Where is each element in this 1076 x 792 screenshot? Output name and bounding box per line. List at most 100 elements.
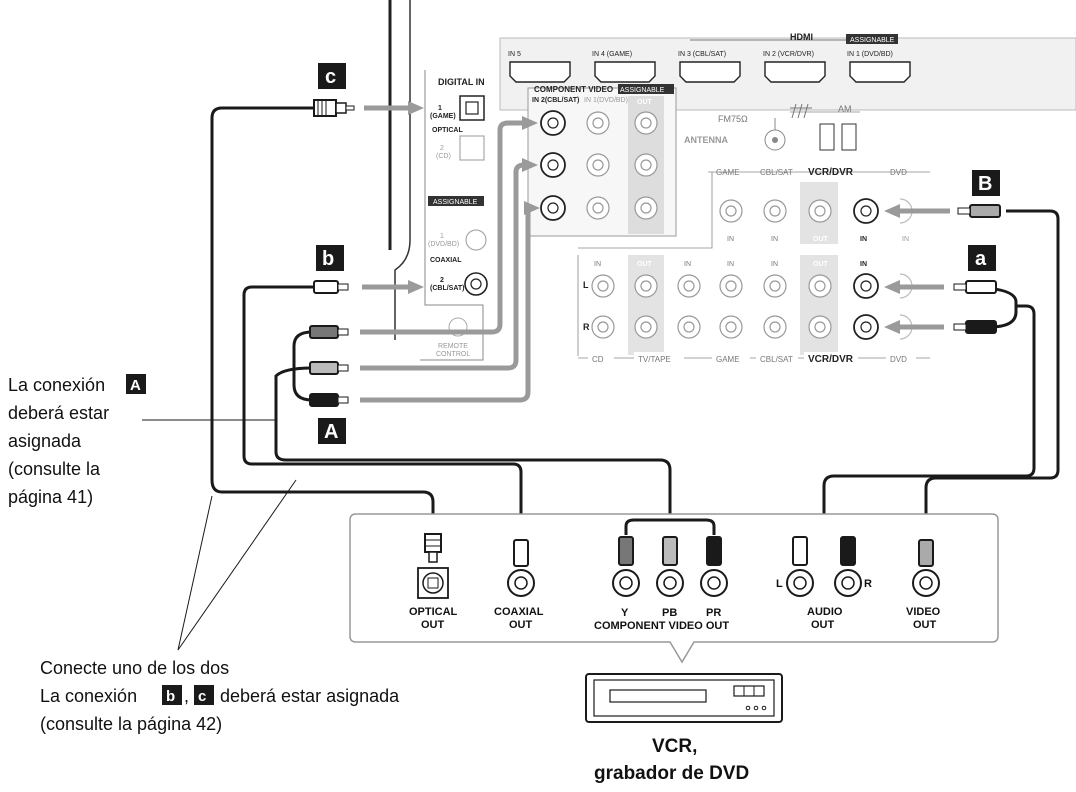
antenna-label: ANTENNA [684,135,728,145]
optical-cable [210,106,435,532]
badges: c b A B a [316,63,1000,444]
component-in2-y-jack [540,110,566,136]
audio-r-label: R [583,322,590,332]
component-pr-label: PR [706,607,721,619]
hdmi-in4-label: IN 4 (GAME) [592,51,632,58]
coax-1-sub: (DVD/BD) [428,241,459,248]
coax-port-1 [465,229,487,251]
note-a: La conexión A deberá estar asignada (con… [8,374,276,507]
hdmi-in3-label: IN 3 (CBL/SAT) [678,51,726,58]
optical-out-label-1: OPTICAL [409,606,458,618]
optical-1-sub: (GAME) [430,113,456,120]
device-audio-out: L R AUDIO OUT [776,536,872,631]
audio-tvtape-label: TV/TAPE [638,355,671,364]
antenna-section: FM75Ω ANTENNA AM [684,103,860,151]
badge-A: A [324,421,338,443]
am-label: AM [838,104,852,114]
am-terminal [841,123,857,151]
device-rear-panel: OPTICAL OUT COAXIAL OUT Y PB PR COMPONEN… [349,513,999,664]
component-y-label: Y [621,607,629,619]
audio-cd-in: IN [594,261,601,268]
vcr-dvd-recorder-icon [585,673,783,723]
hdmi-port-icon [679,61,741,83]
badge-c: c [325,66,336,88]
device-component-out: Y PB PR COMPONENT VIDEO OUT [594,518,729,632]
badge-B: B [978,173,992,195]
optical-out-label-2: OUT [421,619,445,631]
audio-vcrdvr-in: IN [860,261,867,268]
video-cable [924,209,1060,540]
audio-out-label-1: AUDIO [807,606,843,618]
device-coaxial-out: COAXIAL OUT [494,539,544,631]
coaxial-out-label-2: OUT [509,619,533,631]
digital-in-label: DIGITAL IN [438,77,485,87]
video-dvd-in: IN [902,236,909,243]
optical-2-label: 2 [440,145,444,152]
note-a-line1: La conexión [8,375,105,395]
component-video-section: COMPONENT VIDEO ASSIGNABLE IN 2(CBL/SAT)… [527,84,677,237]
video-input-section: GAME CBL/SAT VCR/DVR DVD IN IN OUT IN IN [708,167,930,244]
video-vcrdvr-label: VCR/DVR [808,167,854,178]
audio-tvtape-out: OUT [637,261,653,268]
hdmi-port-icon [849,61,911,83]
device-caption-2: grabador de DVD [594,763,749,784]
component-video-label: COMPONENT VIDEO [534,85,613,94]
assignable-badge: ASSIGNABLE [433,199,478,206]
device-caption-1: VCR, [652,736,697,757]
note-bc-line2-pre: La conexión [40,686,137,706]
note-a-line5: página 41) [8,487,93,507]
badge-b: b [322,248,334,270]
hdmi-in1-label: IN 1 (DVD/BD) [847,51,893,58]
hdmi-label: HDMI [790,32,813,42]
video-cblsat-in: IN [771,236,778,243]
audio-tvtape-in: IN [684,261,691,268]
component-assignable-badge: ASSIGNABLE [620,87,665,94]
component-in2-pb-jack [540,152,566,178]
component-in2-label: IN 2(CBL/SAT) [532,97,579,104]
hdmi-port-icon [509,61,571,83]
connection-arrows [360,101,950,403]
note-a-line3: asignada [8,431,82,451]
video-dvd-label: DVD [890,168,907,177]
optical-2-sub: (CD) [436,153,451,160]
audio-vcrdvr-label: VCR/DVR [808,354,854,365]
component-cable [274,366,672,535]
hdmi-port-icon [764,61,826,83]
video-game-label: GAME [716,168,740,177]
coaxial-out-label-1: COAXIAL [494,606,544,618]
coaxial-cable [242,285,523,540]
rca-plug-icon [965,280,997,294]
component-out-label: OUT [637,99,653,106]
note-a-badge: A [130,377,141,394]
optical-plug-icon [313,99,355,117]
note-bc-sep: , [184,686,189,706]
coax-1-label: 1 [440,233,444,240]
note-bc-badge-c: c [198,688,206,705]
optical-port-1 [459,95,485,121]
audio-l-label: L [583,280,589,290]
coax-2-sub: (CBL/SAT) [430,285,464,292]
audio-cd-label: CD [592,355,604,364]
hdmi-section: HDMI ASSIGNABLE IN 5 IN 4 (GAME) IN 3 (C… [499,32,1076,111]
rca-plug-icon [309,325,339,339]
optical-label: OPTICAL [432,127,463,134]
badge-a: a [975,248,987,270]
video-out-label-2: OUT [913,619,937,631]
audio-cblsat-label: CBL/SAT [760,355,793,364]
component-video-out-label: COMPONENT VIDEO OUT [594,620,729,632]
audio-cblsat-in: IN [771,261,778,268]
am-terminal [819,123,835,151]
coax-2-label: 2 [440,277,444,284]
note-a-line2: deberá estar [8,403,109,423]
device-optical-out: OPTICAL OUT [409,533,458,631]
digital-in-section: DIGITAL IN 1 (GAME) OPTICAL 2 (CD) ASSIG… [428,77,488,358]
note-a-line4: (consulte la [8,459,101,479]
video-cblsat-label: CBL/SAT [760,168,793,177]
remote-label: REMOTE [438,343,468,350]
hdmi-in5-label: IN 5 [508,51,521,58]
video-vcrdvr-in: IN [860,236,867,243]
rca-plug-icon [969,204,1001,218]
hdmi-port-icon [594,61,656,83]
note-bc-line3: (consulte la página 42) [40,714,222,734]
component-in1-label: IN 1(DVD/BD) [584,97,628,104]
